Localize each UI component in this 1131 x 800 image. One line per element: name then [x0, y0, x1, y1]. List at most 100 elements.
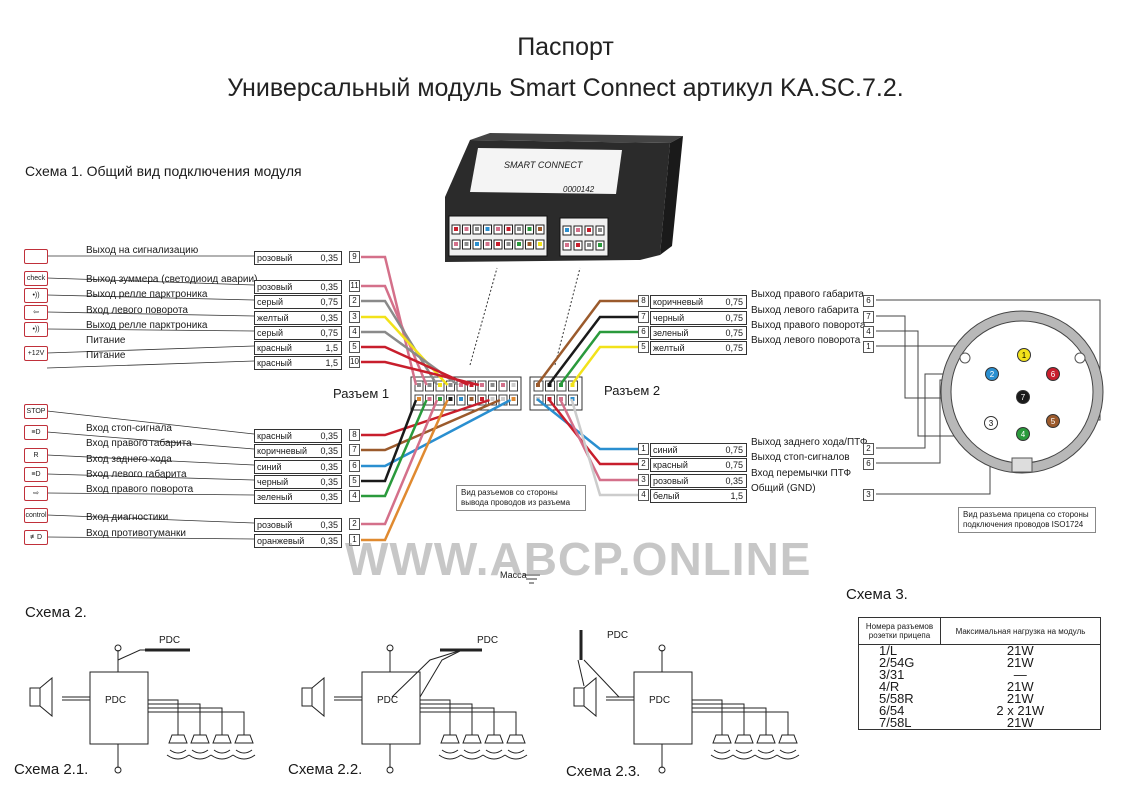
left-wire-label: Выход зуммера (светодиоид аварии): [86, 274, 258, 285]
wire-color: розовый: [257, 282, 293, 292]
right-wire-label: Выход левого поворота: [751, 335, 861, 346]
table-header-pins: Номера разъемов розетки прицепа: [858, 617, 941, 645]
wire-color: коричневый: [257, 446, 308, 456]
socket-ref-pin: 6: [863, 458, 874, 470]
wire-color: черный: [653, 313, 685, 323]
connector-2-title: Разъем 2: [604, 383, 661, 398]
page-title: Паспорт: [517, 33, 614, 61]
wire-section: 0,75: [725, 328, 743, 338]
right-wire-pin: 8: [638, 295, 649, 307]
right-wire-box: коричневый 0,75: [650, 295, 747, 309]
table-cell-pin: 1/L: [879, 643, 898, 658]
speaker-icon: [24, 249, 48, 264]
left-wire-pin: 2: [349, 295, 360, 307]
table-cell-load: 2 x 21W: [996, 703, 1045, 718]
wire-color: синий: [653, 445, 678, 455]
pdc-label: PDC: [649, 695, 671, 706]
wire-color: черный: [257, 477, 289, 487]
scheme23-title: Схема 2.3.: [566, 763, 641, 780]
wire-section: 0,35: [320, 313, 338, 323]
left-wire-label: Питание: [86, 350, 126, 361]
wire-color: розовый: [653, 476, 689, 486]
wire-color: желтый: [653, 343, 685, 353]
left-wire-label: Вход стоп-сигнала: [86, 423, 172, 434]
right-wire-pin: 6: [638, 326, 649, 338]
left-wire-pin: 9: [349, 251, 360, 263]
left-wire-label: Вход левого габарита: [86, 469, 187, 480]
wire-color: серый: [257, 328, 284, 338]
wire-section: 0,75: [725, 460, 743, 470]
right-wire-label: Вход перемычки ПТФ: [751, 468, 852, 479]
table-cell-load: 21W: [1006, 655, 1034, 670]
parktronic-icon: •)): [24, 288, 48, 303]
wire-section: 0,75: [725, 313, 743, 323]
left-wire-box: оранжевый 0,35: [254, 534, 342, 548]
wire-section: 0,75: [725, 297, 743, 307]
table-cell-load: 21W: [1006, 643, 1034, 658]
wire-section: 0,35: [320, 536, 338, 546]
wire-color: синий: [257, 462, 282, 472]
wire-section: 0,75: [320, 297, 338, 307]
left-wire-pin: 5: [349, 341, 360, 353]
right-wire-label: Выход правого поворота: [751, 320, 866, 331]
socket-ref-pin: 3: [863, 489, 874, 501]
left-turn-icon: ⇦: [24, 305, 48, 320]
watermark: WWW.ABCP.ONLINE: [345, 533, 812, 585]
table-cell-load: 21W: [1006, 691, 1034, 706]
connector-1-title: Разъем 1: [333, 386, 390, 401]
right-wire-pin: 1: [638, 443, 649, 455]
table-header-load: Максимальная нагрузка на модуль: [940, 617, 1101, 645]
right-wire-pin: 5: [638, 341, 649, 353]
wire-section: 0,35: [320, 520, 338, 530]
left-wire-label: Вход заднего хода: [86, 454, 172, 465]
table-cell-pin: 4/R: [879, 679, 900, 694]
check-icon: check: [24, 271, 48, 286]
socket-ref-pin: 2: [863, 443, 874, 455]
left-wire-pin: 8: [349, 429, 360, 441]
wire-color: красный: [257, 358, 292, 368]
left-wire-pin: 1: [349, 534, 360, 546]
wire-section: 0,35: [320, 446, 338, 456]
left-wire-label: Вход правого габарита: [86, 438, 192, 449]
left-wire-pin: 7: [349, 444, 360, 456]
table-cell-load: —: [1013, 667, 1027, 682]
load-table: Номера разъемов розетки прицепа Максимал…: [858, 617, 1101, 730]
left-wire-pin: 6: [349, 460, 360, 472]
right-wire-label: Общий (GND): [751, 483, 816, 494]
right-wire-pin: 2: [638, 458, 649, 470]
left-wire-pin: 11: [349, 280, 360, 292]
socket-ref-pin: 1: [863, 341, 874, 353]
left-wire-pin: 5: [349, 475, 360, 487]
wire-section: 0,35: [320, 282, 338, 292]
wire-section: 1,5: [730, 491, 743, 501]
reverse-icon: R: [24, 448, 48, 463]
pdc-label: PDC: [159, 635, 181, 646]
left-wire-label: Выход релле парктроника: [86, 320, 208, 331]
pdc-label: PDC: [105, 695, 127, 706]
scheme21-title: Схема 2.1.: [14, 761, 89, 778]
left-wire-label: Выход релле парктроника: [86, 289, 208, 300]
wire-section: 0,35: [320, 462, 338, 472]
right-wire-pin: 7: [638, 311, 649, 323]
right-turn-icon: ⇨: [24, 486, 48, 501]
pdc-label: PDC: [477, 635, 499, 646]
left-wire-pin: 10: [349, 356, 360, 368]
wire-color: красный: [257, 343, 292, 353]
connectors-note: Вид разъемов со стороны вывода проводов …: [456, 485, 586, 511]
socket-pin-number: 1: [1022, 351, 1027, 360]
socket-pin-number: 3: [989, 419, 994, 428]
wire-section: 0,75: [320, 328, 338, 338]
module-serial: 0000142: [563, 185, 595, 194]
wire-color: коричневый: [653, 297, 704, 307]
wire-color: оранжевый: [257, 536, 305, 546]
